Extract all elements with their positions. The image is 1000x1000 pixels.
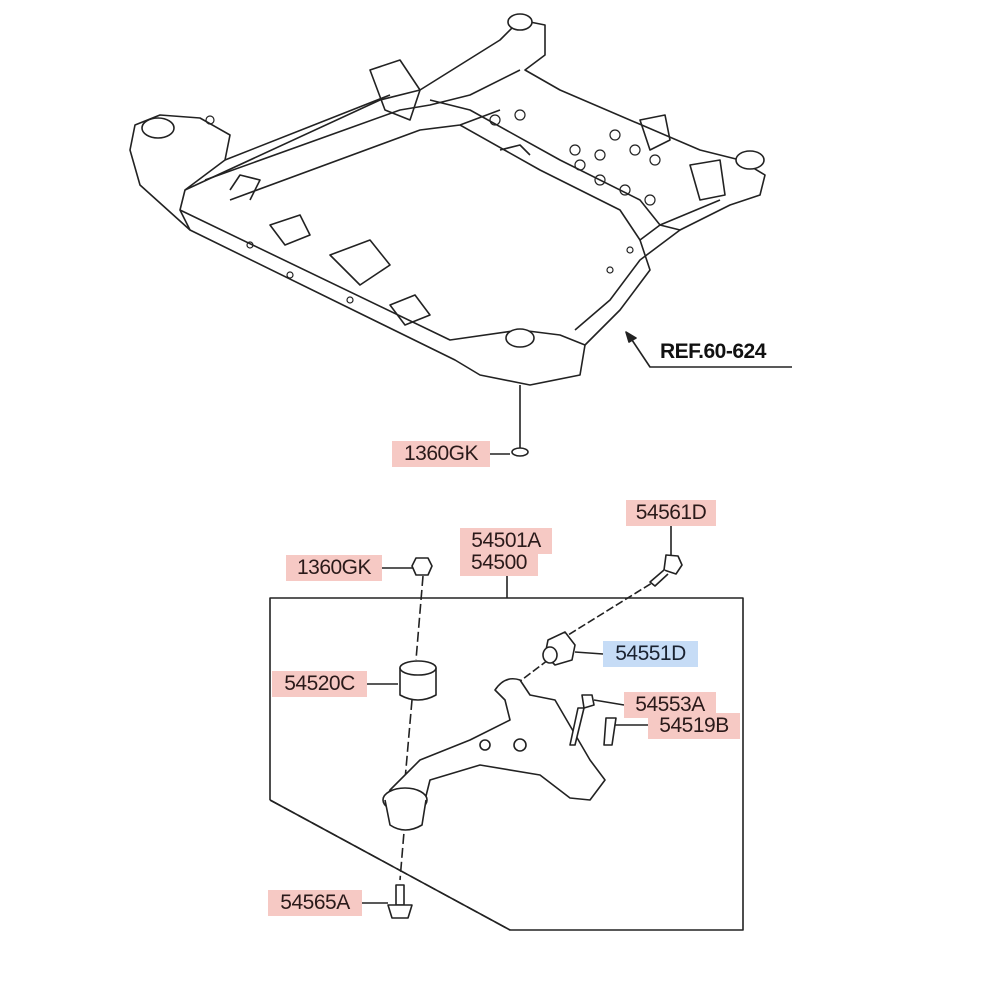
part-label-54565a[interactable]: 54565A xyxy=(268,890,362,916)
part-label-54519b[interactable]: 54519B xyxy=(648,713,740,739)
part-label-54551d[interactable]: 54551D xyxy=(603,641,698,667)
part-label-54500[interactable]: 54500 xyxy=(460,550,538,576)
part-label-54553a[interactable]: 54553A xyxy=(624,692,716,718)
part-label-54561d[interactable]: 54561D xyxy=(626,500,716,526)
part-label-54501a[interactable]: 54501A xyxy=(460,528,552,554)
part-shapes xyxy=(382,554,683,919)
subframe-drawing xyxy=(129,13,766,386)
ref-label[interactable]: REF.60-624 xyxy=(660,340,766,363)
part-label-1360gk-arm[interactable]: 1360GK xyxy=(286,555,382,581)
part-label-1360gk-subframe[interactable]: 1360GK xyxy=(392,441,490,467)
part-label-54520c[interactable]: 54520C xyxy=(272,671,367,697)
ref-leader xyxy=(625,331,792,368)
subframe-bolt-leader xyxy=(490,385,529,457)
